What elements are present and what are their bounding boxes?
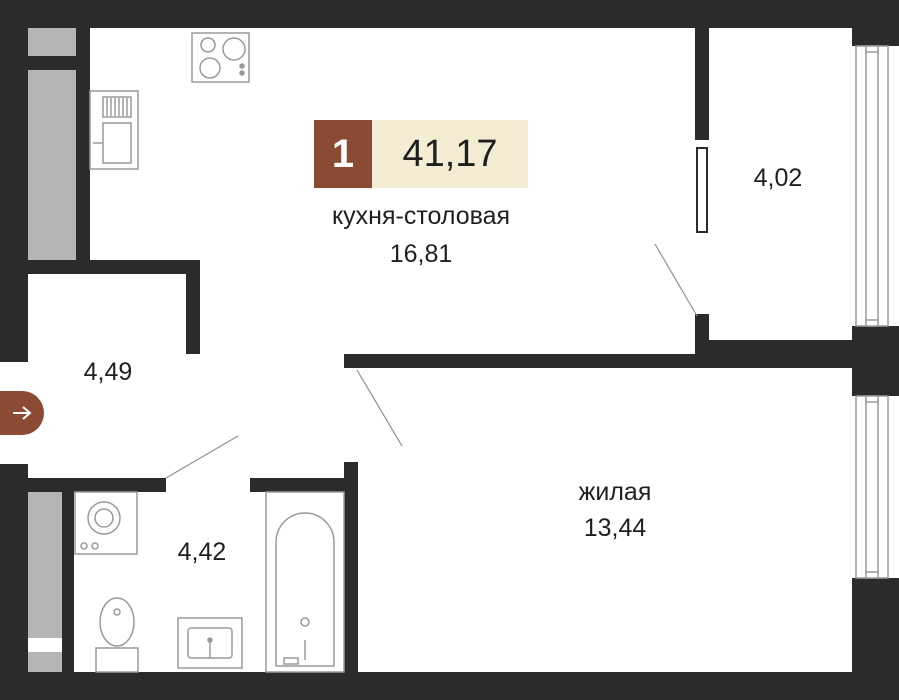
living-area: 13,44	[583, 514, 647, 542]
balcony-door	[696, 147, 708, 233]
bathroom-area: 4,42	[177, 538, 227, 566]
arrow-right-icon	[13, 406, 32, 420]
kitchen-name: кухня-столовая	[331, 202, 511, 230]
hall-area: 4,49	[83, 358, 133, 386]
washing-machine-icon	[74, 491, 138, 555]
wardrobe-top	[28, 28, 76, 56]
toilet-icon	[95, 597, 139, 673]
window-balcony	[855, 45, 889, 327]
door-swings	[165, 243, 698, 479]
kitchen-area: 16,81	[389, 240, 453, 268]
total-area-badge	[372, 120, 528, 188]
wardrobe-bottom	[28, 652, 62, 672]
wardrobe-kitchen	[28, 70, 76, 260]
entrance-button[interactable]	[0, 391, 44, 435]
total-area: 41,17	[402, 132, 498, 175]
wardrobe-bathroom	[28, 492, 62, 638]
window-living	[855, 395, 889, 579]
sink-icon	[89, 90, 139, 170]
stove-icon	[191, 32, 250, 83]
rooms-count: 1	[331, 131, 355, 176]
balcony-area: 4,02	[753, 164, 803, 192]
living-name: жилая	[578, 478, 652, 506]
bathtub-icon	[265, 491, 345, 673]
bathroom-sink-icon	[177, 617, 243, 669]
rooms-badge	[314, 120, 372, 188]
